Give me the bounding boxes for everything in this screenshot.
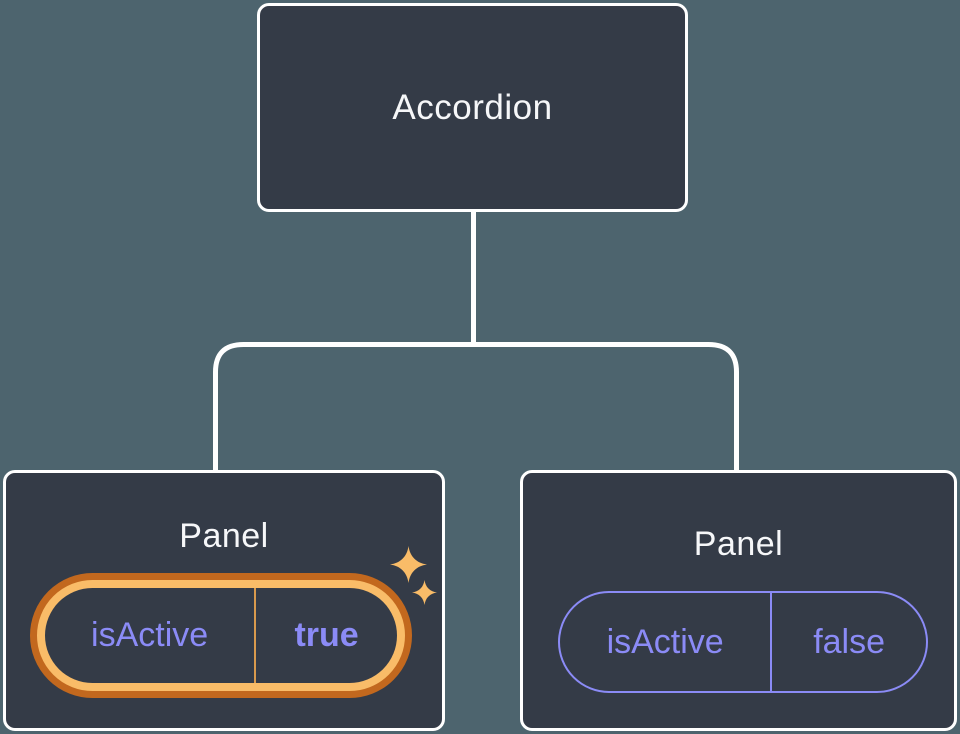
panel-title: Panel [693, 525, 784, 563]
sparkle-icon [412, 580, 437, 605]
prop-name: isActive [560, 593, 773, 691]
prop-pill-highlighted: isActive true [30, 573, 412, 698]
panel-node-inactive: Panel isActive false [520, 470, 957, 731]
panel-node-active: Panel isActive true [3, 470, 445, 731]
prop-pill: isActive false [558, 591, 928, 693]
panel-title: Panel [179, 517, 269, 555]
prop-value: false [813, 622, 886, 661]
prop-value: true [294, 616, 359, 654]
prop-name: isActive [45, 588, 257, 683]
accordion-label: Accordion [392, 87, 553, 127]
accordion-node: Accordion [257, 3, 688, 212]
